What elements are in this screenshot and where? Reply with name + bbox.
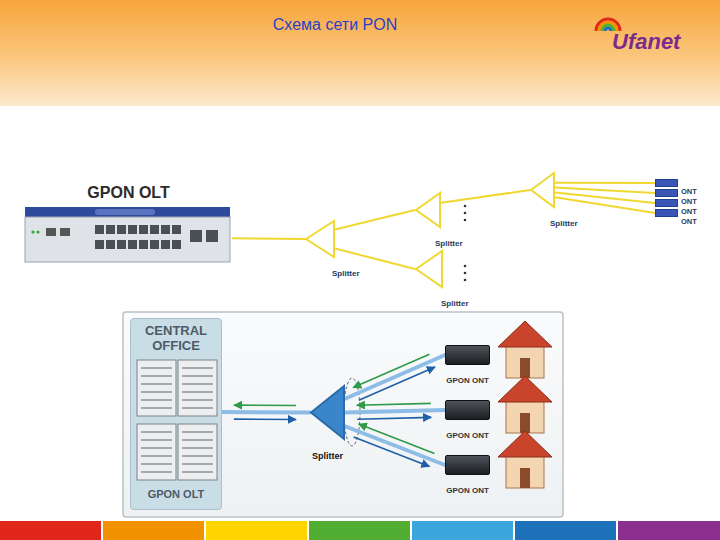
fiber-line xyxy=(441,190,530,203)
text-wrap: GPON OLT xyxy=(131,484,221,502)
text-wrap: Splitter xyxy=(312,445,343,463)
content-area xyxy=(0,106,720,520)
house-icon xyxy=(498,321,552,488)
fiber-line xyxy=(555,197,655,213)
text-wrap: GPON ONT xyxy=(446,479,489,497)
connector xyxy=(345,403,445,419)
connector xyxy=(555,187,655,193)
device-label: GPON ONT xyxy=(446,376,489,385)
ont-box: ONT xyxy=(655,199,678,207)
fiber-line xyxy=(335,210,415,230)
ont-label: ONT xyxy=(681,188,697,196)
box-heading: CENTRAL OFFICE xyxy=(131,319,221,354)
slide-title: Схема сети PON xyxy=(273,16,397,34)
connector xyxy=(555,197,655,213)
connector xyxy=(222,405,310,419)
direction-arrow xyxy=(359,424,435,453)
direction-arrow xyxy=(357,403,431,405)
splitter-shape xyxy=(306,221,334,257)
triangle-outline xyxy=(310,385,345,440)
splitter-triangle: Splitter xyxy=(530,172,555,208)
fiber-line xyxy=(345,355,445,399)
device-label: GPON ONT xyxy=(446,431,489,440)
fiber-line xyxy=(555,193,655,203)
fiber-line xyxy=(555,187,655,193)
ont-label: ONT xyxy=(681,218,697,226)
device-label: GPON ONT xyxy=(446,486,489,495)
splitter-triangle: Splitter xyxy=(415,192,441,228)
continuation-dots xyxy=(464,205,467,282)
connector xyxy=(335,249,415,270)
device-heading: GPON OLT xyxy=(25,184,232,202)
ont-device: GPON ONT xyxy=(445,455,490,475)
splitter-triangle: Splitter xyxy=(305,220,335,258)
splitter-triangle: Splitter xyxy=(310,385,345,440)
direction-arrow xyxy=(354,437,430,466)
splitter-label: Splitter xyxy=(435,239,463,248)
box-footer: GPON OLT xyxy=(148,488,205,500)
text-wrap: ONT xyxy=(681,180,697,198)
direction-arrow xyxy=(234,404,296,406)
ont-box: ONT xyxy=(655,179,678,187)
splitter-shape xyxy=(531,173,554,207)
fiber-line xyxy=(345,426,445,465)
connector xyxy=(345,424,445,466)
ont-box: ONT xyxy=(655,189,678,197)
direction-arrow xyxy=(353,354,429,387)
fiber-line xyxy=(232,237,305,240)
connector xyxy=(555,182,655,183)
lower-panel xyxy=(123,312,563,517)
triangle-outline xyxy=(530,172,555,208)
splitter-shape xyxy=(416,193,440,227)
direction-arrow xyxy=(234,418,296,420)
connector xyxy=(232,238,305,240)
connector xyxy=(345,354,445,400)
text-wrap: GPON ONT xyxy=(446,369,489,387)
logo-text: Ufanet xyxy=(612,29,680,55)
text-wrap: GPON ONT xyxy=(446,424,489,442)
splitter-label: Splitter xyxy=(332,269,360,278)
fiber-line xyxy=(345,410,445,413)
triangle-outline xyxy=(415,250,443,288)
splitter-shape xyxy=(311,386,344,439)
direction-arrow xyxy=(359,367,435,400)
fiber-line xyxy=(555,182,655,184)
splitter-shape xyxy=(416,251,442,287)
text-wrap: Splitter xyxy=(332,262,360,280)
fiber-line xyxy=(335,249,415,270)
direction-arrow xyxy=(357,417,431,419)
header-band xyxy=(0,0,720,106)
ont-device: GPON ONT xyxy=(445,400,490,420)
text-wrap: Splitter xyxy=(441,292,469,310)
olt-device xyxy=(25,207,230,262)
ont-box: ONT xyxy=(655,209,678,217)
triangle-outline xyxy=(305,220,335,258)
connector xyxy=(555,193,655,203)
splitter-label: Splitter xyxy=(550,219,578,228)
ont-label: ONT xyxy=(681,198,697,206)
ont-device: GPON ONT xyxy=(445,345,490,365)
title-wrap: Схема сети PON xyxy=(200,16,470,34)
label-wrap: Ufanet xyxy=(612,29,680,55)
connector xyxy=(335,210,415,230)
splitter-label: Splitter xyxy=(312,451,343,461)
text-wrap: Splitter xyxy=(435,232,463,250)
footer-strip xyxy=(0,521,720,540)
splitter-triangle: Splitter xyxy=(415,250,443,288)
splitter-label: Splitter xyxy=(441,299,469,308)
fiber-line xyxy=(222,410,310,414)
text-wrap: Splitter xyxy=(550,212,578,230)
ont-label: ONT xyxy=(681,208,697,216)
triangle-outline xyxy=(415,192,441,228)
connector xyxy=(441,190,530,203)
